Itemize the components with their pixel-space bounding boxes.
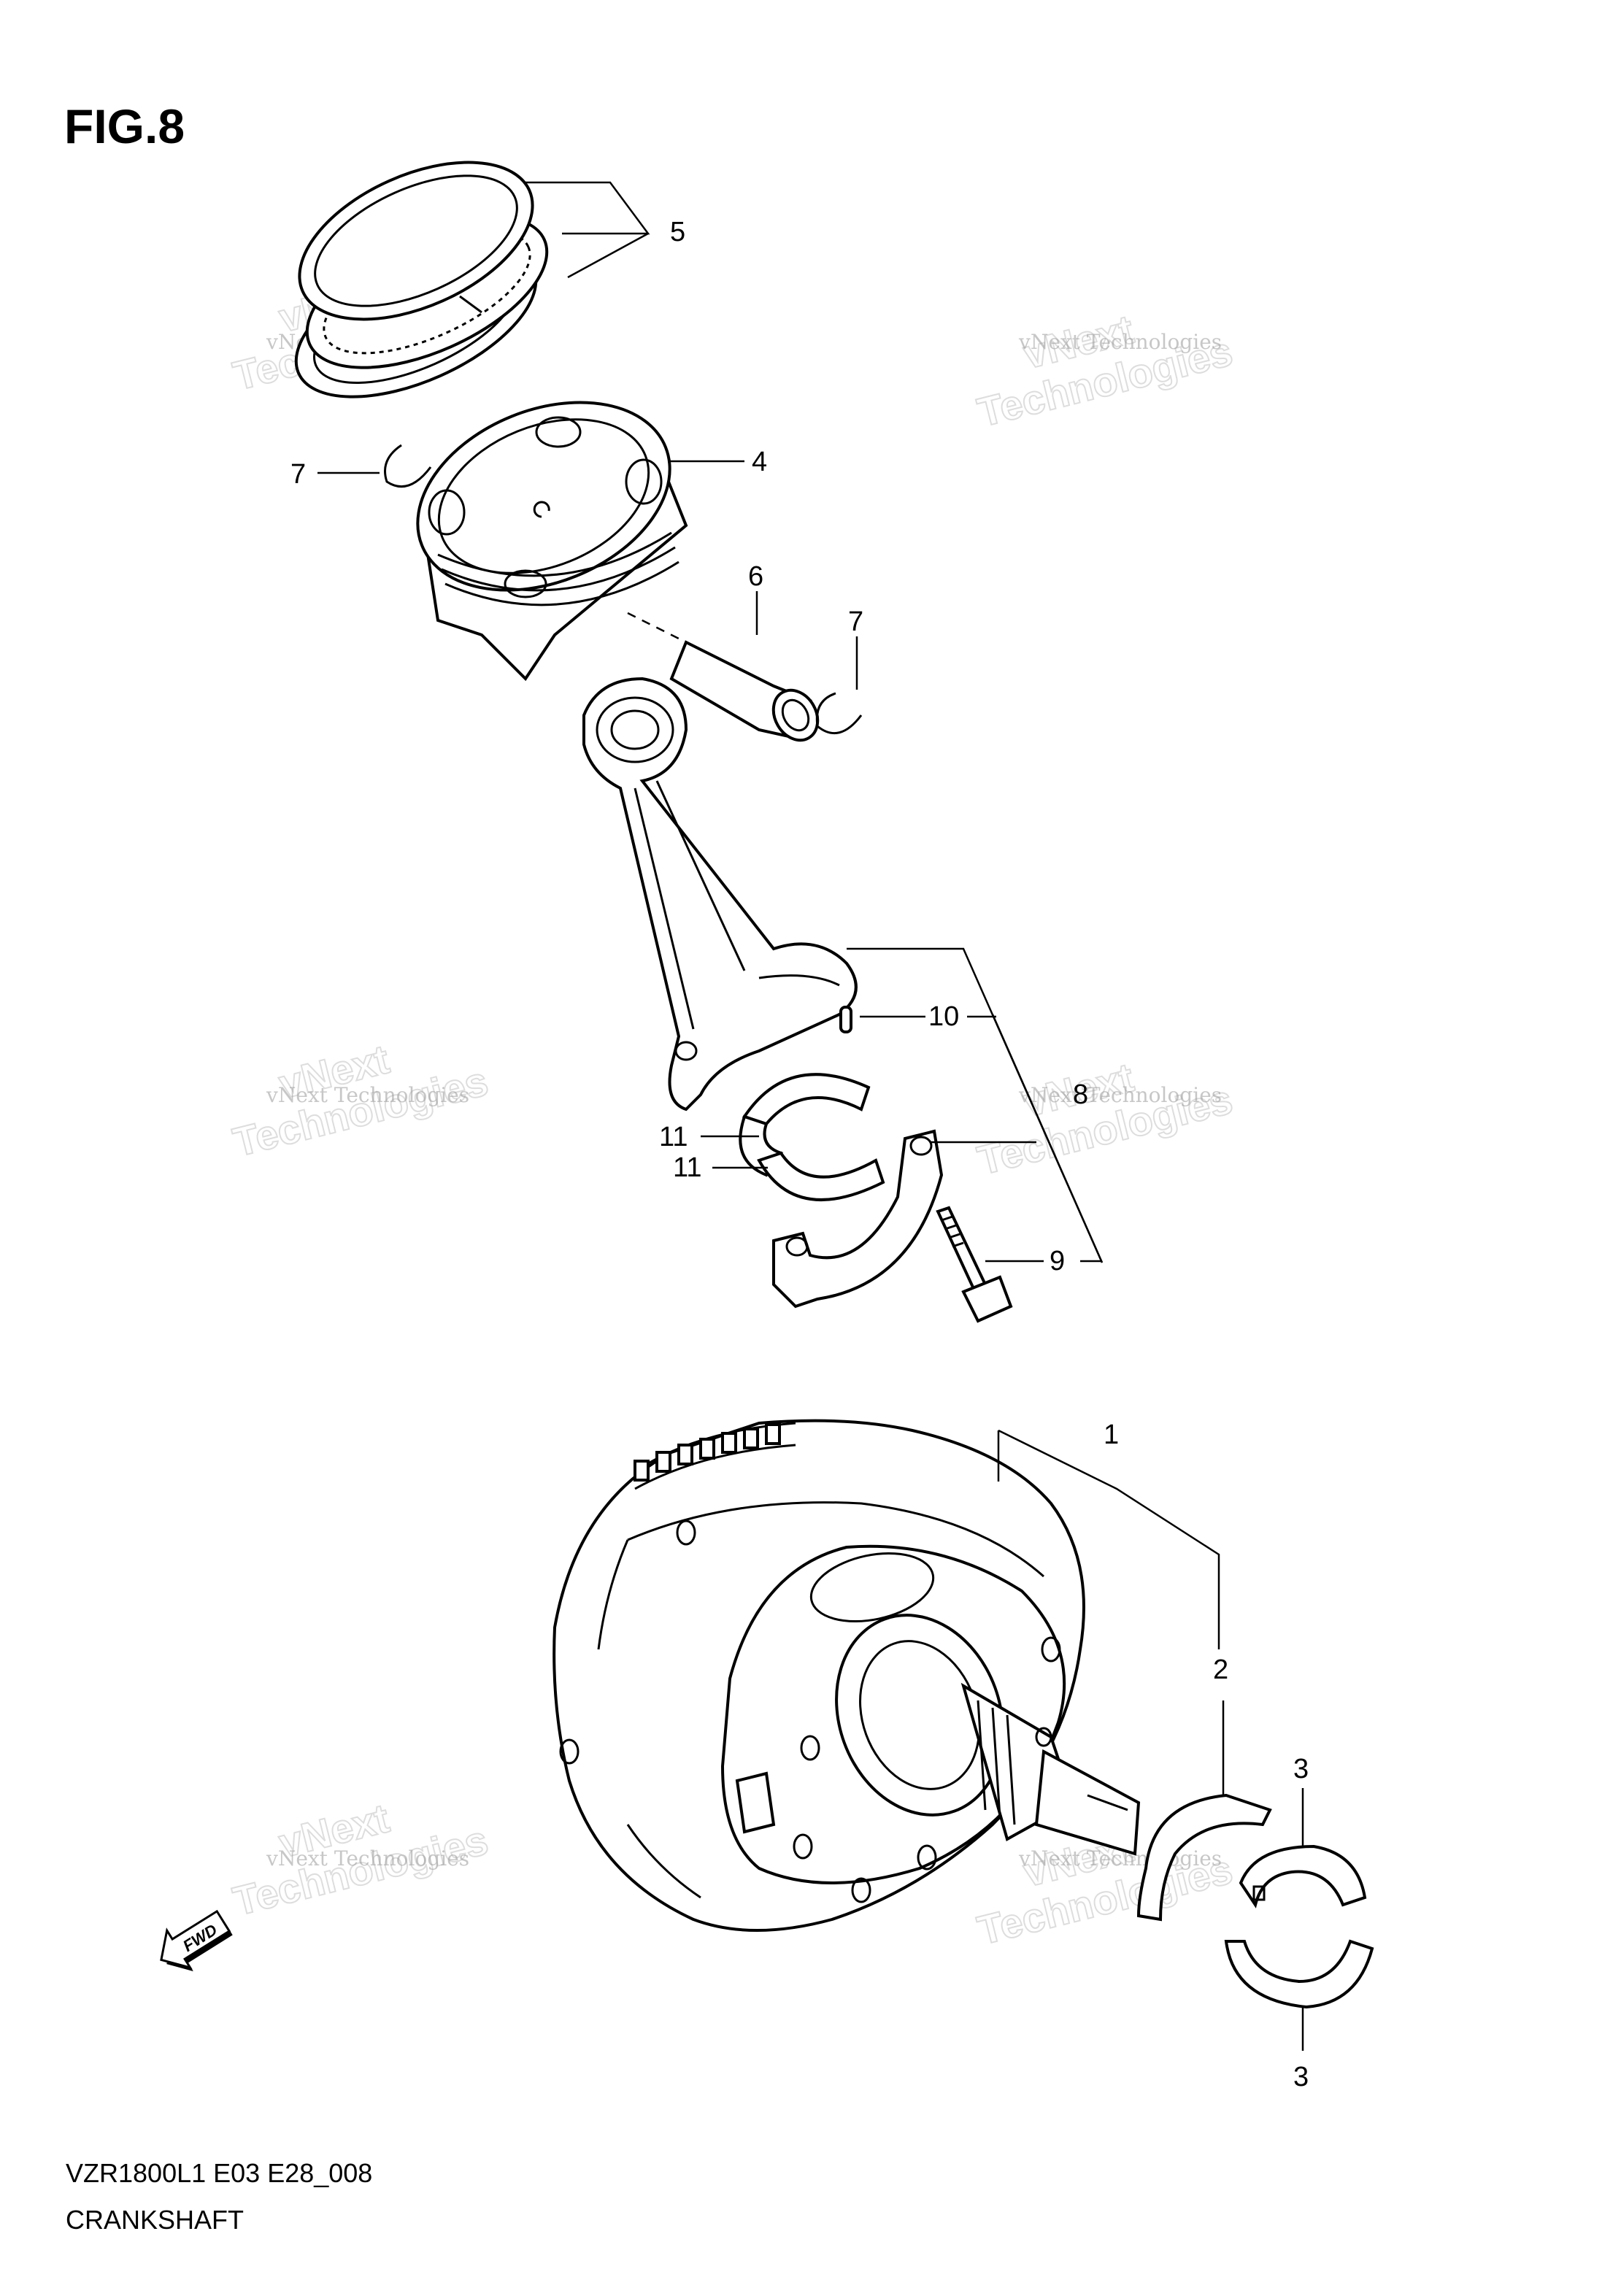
conrod-bearing-lower [757,1151,885,1201]
piston-rings [294,161,549,398]
callout-3-upper-label: 3 [1293,1754,1309,1784]
callout-4: 4 [668,447,767,477]
callout-1-label: 1 [1104,1419,1119,1450]
callout-7-left: 7 [290,459,380,490]
crankshaft-assembly [552,1419,1141,1932]
figure-code: VZR1800L1 E03 E28_008 [66,2158,372,2188]
callout-11-lower: 11 [673,1141,1036,1183]
conrod-cap [772,1129,944,1309]
conrod-bolt [936,1206,1013,1323]
callout-7-right-label: 7 [848,606,863,637]
callout-9: 9 [985,1246,1102,1276]
callout-2: 2 [1213,1654,1228,1795]
main-bearing-upper [1239,1844,1367,1908]
callout-5-label: 5 [670,217,685,247]
dowel-pin [839,1006,852,1033]
callout-10-label: 10 [928,1001,959,1032]
callout-10: 10 [860,1001,996,1032]
callout-7-right: 7 [848,606,863,690]
callout-3-upper: 3 [1293,1754,1309,1846]
callout-1: 1 [997,1419,1220,1649]
callout-3-lower: 3 [1293,2007,1309,2092]
callout-8-label: 8 [1073,1079,1088,1110]
piston [416,401,688,682]
callout-2-label: 2 [1213,1654,1228,1685]
callout-11-lower-label: 11 [673,1152,701,1183]
watermark-top-right: vNext Technologies [972,305,1237,436]
main-bearing-lower [1224,1939,1374,2009]
callout-4-label: 4 [752,447,767,477]
watermark-line: vNext Technologies [1018,1083,1222,1107]
circlip-right [815,692,863,734]
callout-11-upper: 11 [659,1122,759,1152]
figure-title: FIG.8 [64,99,185,153]
callout-6: 6 [748,561,763,635]
watermark-mid-right: vNext Technologies [972,1053,1237,1184]
circlip-left [384,444,432,488]
thrust-washer [1136,1793,1272,1922]
connecting-rod [582,677,858,1112]
callout-3-lower-label: 3 [1293,2062,1309,2092]
watermark-line: vNext Technologies [266,1083,469,1107]
callout-8: 8 [847,947,1104,1263]
callout-5: 5 [525,181,685,279]
watermark-line: vNext Technologies [1018,330,1222,354]
watermark-line: vNext Technologies [266,1846,469,1871]
starter-gear-teeth [634,1423,781,1482]
piston-pin [627,612,820,742]
callout-11-upper-label: 11 [659,1122,688,1152]
callout-7-left-label: 7 [290,459,306,490]
fwd-arrow-icon: FWD [160,1909,233,1972]
callout-9-label: 9 [1050,1246,1065,1276]
callout-6-label: 6 [748,561,763,592]
figure-name: CRANKSHAFT [66,2205,244,2235]
